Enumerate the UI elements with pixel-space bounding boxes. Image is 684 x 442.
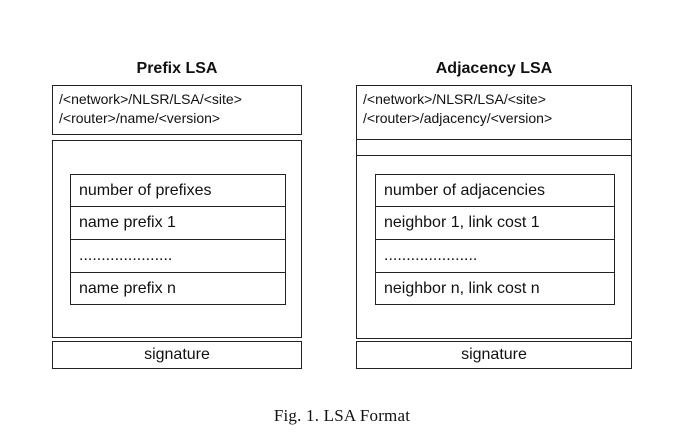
prefix-lsa-name-line-2: /<router>/name/<version> bbox=[59, 110, 221, 126]
adjacency-lsa-row-last: neighbor n, link cost n bbox=[375, 272, 615, 305]
adjacency-lsa-row-first: neighbor 1, link cost 1 bbox=[375, 206, 615, 240]
adjacency-lsa-signature: signature bbox=[356, 341, 632, 369]
prefix-lsa-name-line-1: /<network>/NLSR/LSA/<site> bbox=[59, 91, 242, 107]
adjacency-lsa-row-ellipsis: ..................... bbox=[375, 239, 615, 273]
prefix-lsa-row-ellipsis: ..................... bbox=[70, 239, 286, 273]
adjacency-lsa-name-line-2: /<router>/adjacency/<version> bbox=[363, 110, 553, 126]
adjacency-lsa-row-count: number of adjacencies bbox=[375, 174, 615, 207]
prefix-lsa-row-count: number of prefixes bbox=[70, 174, 286, 207]
prefix-lsa-row-first: name prefix 1 bbox=[70, 206, 286, 240]
prefix-lsa-signature: signature bbox=[52, 341, 302, 369]
adjacency-lsa-name-line-1: /<network>/NLSR/LSA/<site> bbox=[363, 91, 546, 107]
figure-caption: Fig. 1. LSA Format bbox=[273, 406, 411, 425]
prefix-lsa-row-last: name prefix n bbox=[70, 272, 286, 305]
adjacency-lsa-header-divider bbox=[356, 155, 632, 156]
adjacency-lsa-name-box: /<network>/NLSR/LSA/<site> /<router>/adj… bbox=[356, 85, 632, 140]
prefix-lsa-title: Prefix LSA bbox=[136, 60, 218, 77]
prefix-lsa-name-box: /<network>/NLSR/LSA/<site> /<router>/nam… bbox=[52, 85, 302, 135]
adjacency-lsa-title: Adjacency LSA bbox=[435, 60, 553, 77]
